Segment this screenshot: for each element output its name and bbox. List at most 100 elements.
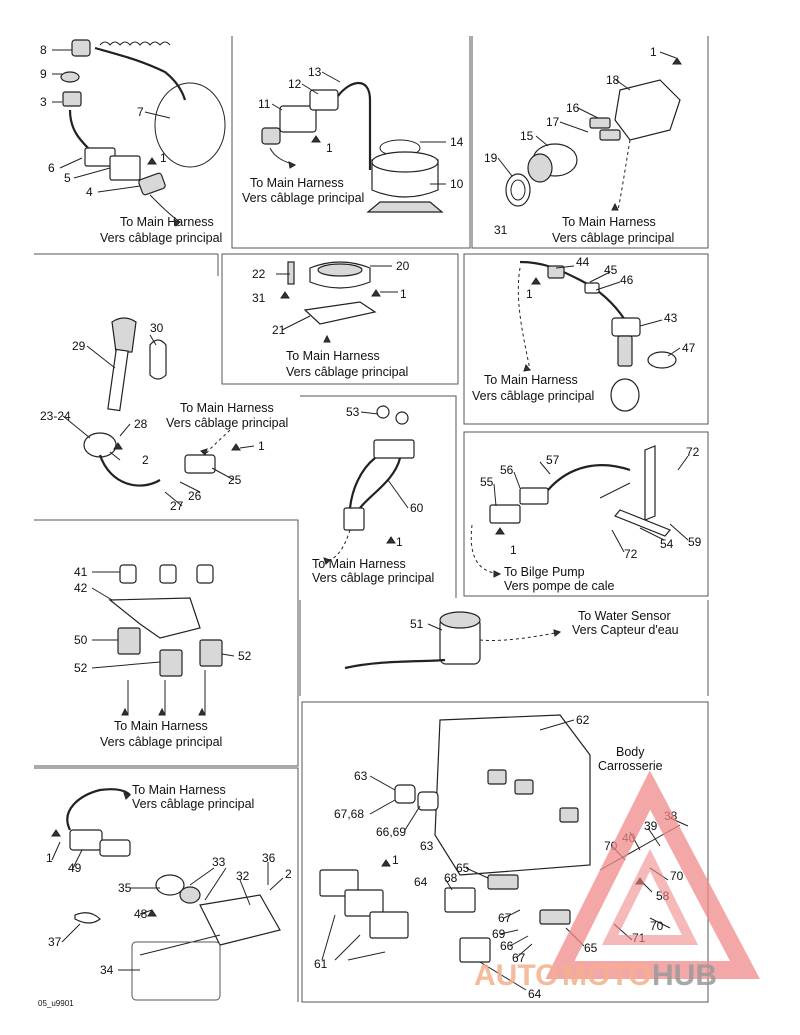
callout-number: 32 bbox=[236, 869, 250, 883]
callout-number: 56 bbox=[500, 463, 514, 477]
caption-vers-cablage: Vers câblage principal bbox=[552, 231, 674, 245]
callout-number: 1 bbox=[46, 851, 53, 865]
caption-to-main-harness: To Main Harness bbox=[132, 783, 226, 797]
callout-number: 67,68 bbox=[334, 807, 364, 821]
callout-number: 37 bbox=[48, 935, 62, 949]
callout-number: 1 bbox=[258, 439, 265, 453]
captions: To Main Harness Vers câblage principal T… bbox=[38, 176, 679, 1008]
callout-number: 64 bbox=[414, 875, 428, 889]
callout-number: 20 bbox=[396, 259, 410, 273]
panel-top-left bbox=[60, 39, 226, 223]
panel-top-middle bbox=[261, 82, 444, 213]
callout-number: 1 bbox=[400, 287, 407, 301]
panel-mid-left bbox=[83, 317, 241, 487]
callout-number: 19 bbox=[484, 151, 498, 165]
callout-number: 54 bbox=[660, 537, 674, 551]
callout-number: 5 bbox=[64, 171, 71, 185]
callout-number: 63 bbox=[420, 839, 434, 853]
caption-body: Body bbox=[616, 745, 645, 759]
caption-vers-cablage: Vers câblage principal bbox=[100, 735, 222, 749]
panel-borders bbox=[34, 36, 709, 1003]
callout-number: 68 bbox=[444, 871, 458, 885]
callout-number: 57 bbox=[546, 453, 560, 467]
callout-number: 52 bbox=[74, 661, 88, 675]
callout-number: 41 bbox=[74, 565, 88, 579]
panel-bottom-left bbox=[51, 788, 281, 1001]
callout-number: 48 bbox=[134, 907, 148, 921]
callout-number: 66 bbox=[500, 939, 514, 953]
callout-number: 49 bbox=[68, 861, 82, 875]
callout-number: 27 bbox=[170, 499, 184, 513]
callout-number: 26 bbox=[188, 489, 202, 503]
watermark-auto: AUTO bbox=[474, 959, 558, 992]
callout-number: 1 bbox=[650, 45, 657, 59]
callout-number: 1 bbox=[392, 853, 399, 867]
caption-vers-cablage: Vers câblage principal bbox=[132, 797, 254, 811]
panel-water-sensor bbox=[344, 611, 561, 670]
watermark-triangle bbox=[545, 770, 760, 979]
callout-number: 2 bbox=[142, 453, 149, 467]
callout-number: 39 bbox=[644, 819, 658, 833]
callout-number: 66,69 bbox=[376, 825, 406, 839]
callout-number: 65 bbox=[584, 941, 598, 955]
callout-number: 33 bbox=[212, 855, 226, 869]
caption-vers-cablage: Vers câblage principal bbox=[166, 416, 288, 430]
callout-number: 51 bbox=[410, 617, 424, 631]
callout-number: 47 bbox=[682, 341, 696, 355]
caption-vers-pompe: Vers pompe de cale bbox=[504, 579, 615, 593]
callout-number: 30 bbox=[150, 321, 164, 335]
caption-to-main-harness: To Main Harness bbox=[250, 176, 344, 190]
callout-number: 25 bbox=[228, 473, 242, 487]
callout-number: 21 bbox=[272, 323, 286, 337]
callout-number: 52 bbox=[238, 649, 252, 663]
callout-number: 28 bbox=[134, 417, 148, 431]
callout-number: 67 bbox=[512, 951, 526, 965]
callout-number: 34 bbox=[100, 963, 114, 977]
callout-number: 6 bbox=[48, 161, 55, 175]
caption-to-main-harness: To Main Harness bbox=[120, 215, 214, 229]
callout-number: 69 bbox=[492, 927, 506, 941]
callout-number: 31 bbox=[494, 223, 508, 237]
callout-number: 7 bbox=[137, 105, 144, 119]
callout-number: 18 bbox=[606, 73, 620, 87]
callout-number: 22 bbox=[252, 267, 266, 281]
callout-number: 13 bbox=[308, 65, 322, 79]
callout-number: 29 bbox=[72, 339, 86, 353]
caption-to-main-harness: To Main Harness bbox=[312, 557, 406, 571]
callout-number: 65 bbox=[456, 861, 470, 875]
figure-code: 05_u9901 bbox=[38, 999, 74, 1008]
panel-mid-center bbox=[280, 261, 381, 325]
callout-number: 67 bbox=[498, 911, 512, 925]
callout-number: 72 bbox=[686, 445, 700, 459]
panel-center-switch bbox=[329, 405, 415, 561]
callout-number: 17 bbox=[546, 115, 560, 129]
callout-number: 62 bbox=[576, 713, 590, 727]
caption-to-main-harness: To Main Harness bbox=[562, 215, 656, 229]
caption-to-main-harness: To Main Harness bbox=[114, 719, 208, 733]
caption-to-water-sensor: To Water Sensor bbox=[578, 609, 671, 623]
callout-number: 31 bbox=[252, 291, 266, 305]
callout-number: 46 bbox=[620, 273, 634, 287]
caption-to-main-harness: To Main Harness bbox=[180, 401, 274, 415]
callout-number: 10 bbox=[450, 177, 464, 191]
caption-to-main-harness: To Main Harness bbox=[484, 373, 578, 387]
callout-number: 8 bbox=[40, 43, 47, 57]
callout-number: 16 bbox=[566, 101, 580, 115]
caption-vers-cablage: Vers câblage principal bbox=[100, 231, 222, 245]
callout-number: 14 bbox=[450, 135, 464, 149]
callout-number: 53 bbox=[346, 405, 360, 419]
callout-number: 2 bbox=[285, 867, 292, 881]
caption-vers-cablage: Vers câblage principal bbox=[472, 389, 594, 403]
caption-vers-capteur: Vers Capteur d'eau bbox=[572, 623, 679, 637]
callout-number: 12 bbox=[288, 77, 302, 91]
caption-vers-cablage: Vers câblage principal bbox=[242, 191, 364, 205]
callout-number: 72 bbox=[624, 547, 638, 561]
callout-numbers: 8 9 3 7 6 1 5 4 13 12 11 1 14 10 1 18 16… bbox=[40, 43, 702, 1001]
panel-relays bbox=[108, 564, 223, 715]
callout-number: 36 bbox=[262, 851, 276, 865]
callout-number: 59 bbox=[688, 535, 702, 549]
callout-number: 11 bbox=[258, 97, 271, 111]
panel-bilge bbox=[470, 445, 671, 575]
callout-number: 61 bbox=[314, 957, 328, 971]
callout-number: 70 bbox=[650, 919, 664, 933]
